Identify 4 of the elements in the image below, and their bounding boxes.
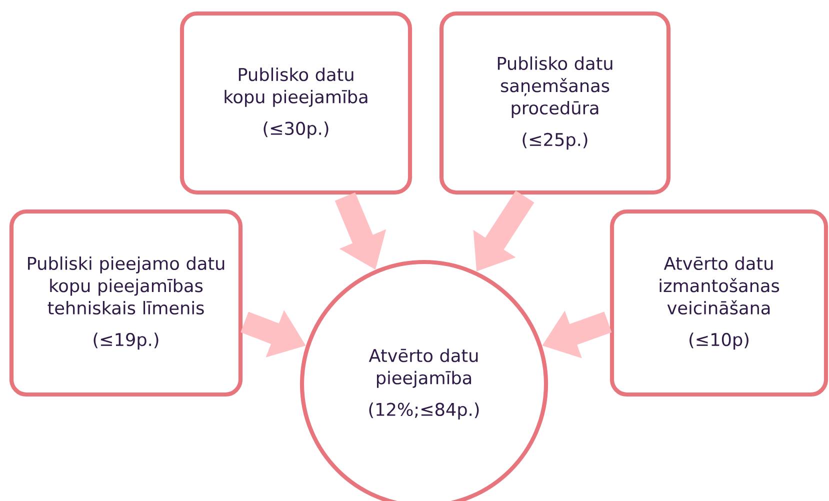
process-box: Publisko datu kopu pieejamība (≤30p.): [180, 11, 412, 195]
process-box: Publisko datu saņemšanas procedūra (≤25p.): [439, 11, 671, 195]
process-box: Publiski pieejamo datu kopu pieejamības tehniskais līmenis (≤19p.): [9, 209, 243, 397]
process-box: Atvērto datu izmantošanas veicināšana (≤10p): [610, 209, 828, 397]
